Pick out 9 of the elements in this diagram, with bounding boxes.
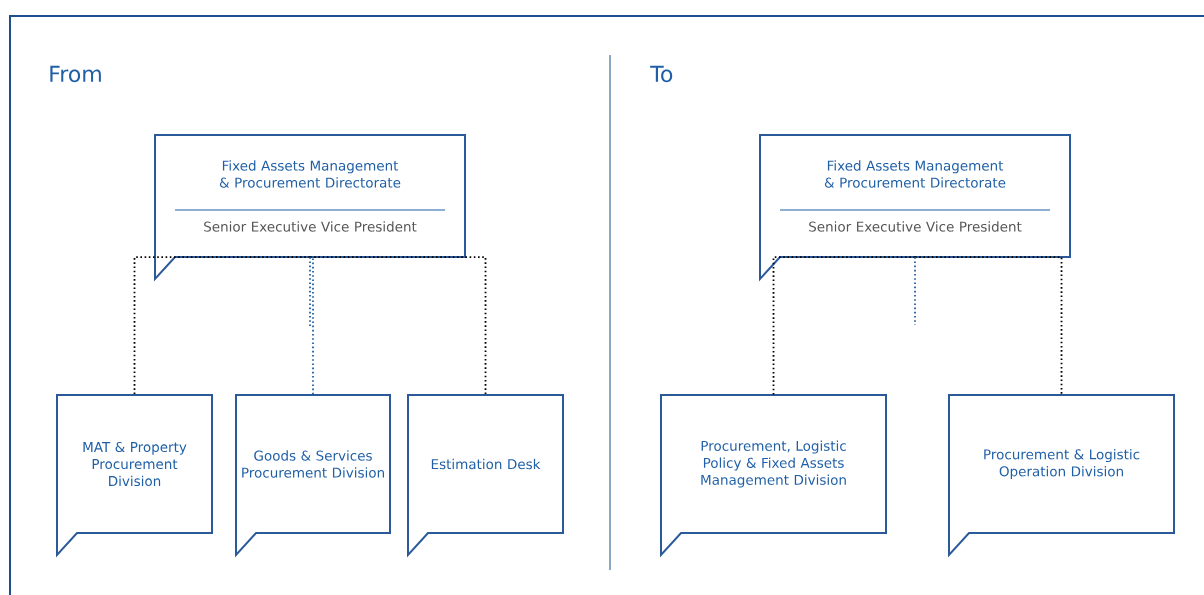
section-heading: From <box>50 65 101 83</box>
connector-line <box>914 256 1063 396</box>
section-heading: To <box>650 65 673 83</box>
connector-line <box>309 256 311 329</box>
connector-line <box>133 256 311 396</box>
connector-line <box>309 256 314 396</box>
connector-line <box>772 256 916 396</box>
connector-line <box>309 256 487 396</box>
connector-line <box>914 256 916 326</box>
